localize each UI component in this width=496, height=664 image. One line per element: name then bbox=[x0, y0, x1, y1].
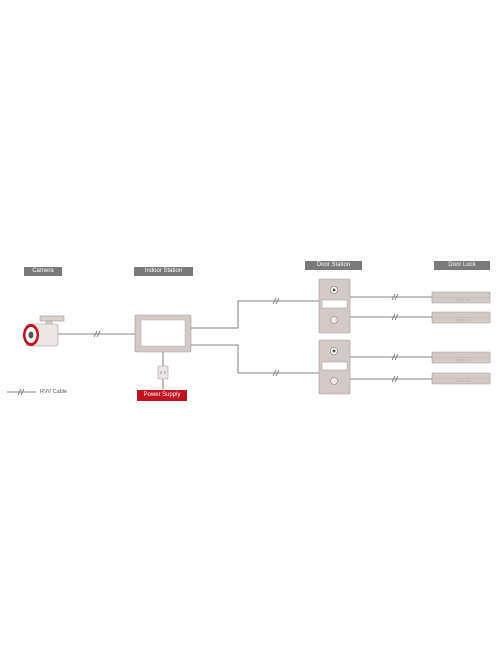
power-supply-plug-icon bbox=[157, 365, 169, 380]
camera-label: Camera bbox=[24, 267, 62, 276]
cable-tick bbox=[93, 330, 101, 338]
cable-tick bbox=[391, 353, 399, 361]
cable-indoor-to-door-station-2 bbox=[191, 344, 319, 374]
cable-tick bbox=[391, 375, 399, 383]
power-supply-label: Power Supply bbox=[137, 390, 187, 401]
door-station-1-icon bbox=[318, 278, 351, 334]
door-lock-4-icon bbox=[431, 372, 491, 385]
cable-tick bbox=[272, 369, 280, 377]
indoor-station-monitor-icon bbox=[134, 314, 192, 353]
door-lock-2-icon bbox=[431, 311, 491, 324]
door-lock-3-icon bbox=[431, 351, 491, 364]
door-lock-1-icon bbox=[431, 291, 491, 304]
cable-indoor-to-door-station-1 bbox=[191, 300, 319, 329]
cable-ticks bbox=[17, 293, 399, 396]
door-station-label: Door Station bbox=[305, 261, 362, 270]
cable-tick bbox=[391, 313, 399, 321]
camera-icon bbox=[23, 315, 65, 347]
cable-lines bbox=[7, 296, 432, 393]
indoor-station-label: Indoor Station bbox=[134, 267, 193, 276]
door-station-2-icon bbox=[318, 339, 351, 395]
cable-tick bbox=[17, 388, 25, 396]
cable-tick bbox=[391, 293, 399, 301]
cable-tick bbox=[272, 297, 280, 305]
legend-cable-label: RVV Cable bbox=[40, 389, 68, 395]
door-lock-label: Door Lock bbox=[434, 261, 490, 270]
